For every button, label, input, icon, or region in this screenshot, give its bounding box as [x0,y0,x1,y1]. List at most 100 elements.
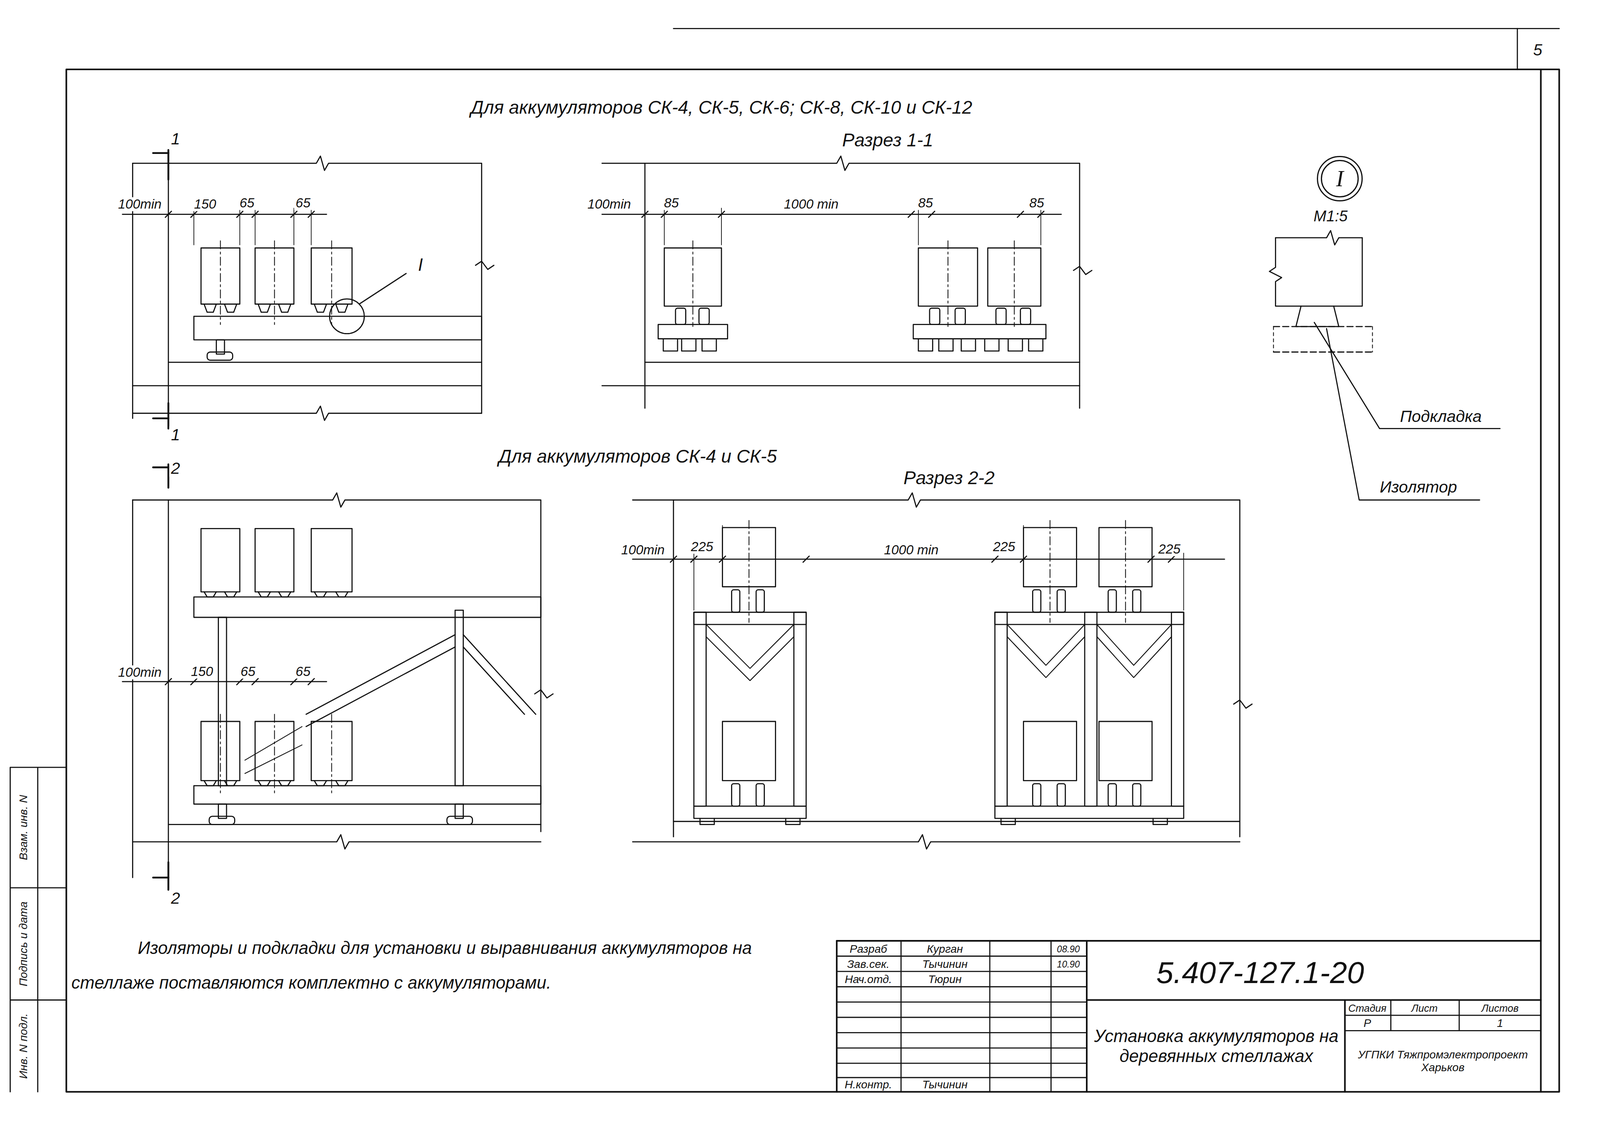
drawing-label: 65 [238,196,257,211]
section-2-2-line [1032,783,1041,806]
elevation-view-2-line [255,528,294,592]
drawing-label: Тычинин [920,1078,970,1091]
elevation-view-2 [122,464,554,890]
sheet-frame-line [1540,69,1542,1092]
drawing-label: 1 [1495,1017,1505,1030]
section-1-1-line [955,308,966,325]
section-2-2-line [632,821,1240,850]
drawing-label: Зав.сек. [845,958,891,970]
section-1-1-line [692,240,1015,327]
drawing-label: Тюрин [926,973,964,986]
section-2-2-line [693,612,806,625]
sheet-frame-line [673,27,1560,30]
elevation-view-1-line [204,303,349,312]
drawing-label: Подкладка [1398,407,1484,425]
drawing-label: 85 [662,196,681,211]
section-1-1-line [929,308,940,325]
drawing-label: 65 [293,664,312,679]
elevation-view-2-line [306,634,456,727]
drawing-label: 100min [585,197,633,211]
elevation-view-1-line [193,208,312,245]
drawing-label: Курган [925,943,965,955]
stamp-text: Инв. N подл. [17,1011,30,1081]
elevation-view-2-line [132,500,169,878]
title-block [836,940,1541,1092]
section-1-1-line [663,338,717,351]
drawing-label: 85 [1027,196,1046,211]
elevation-view-2-line [209,816,235,825]
heading-text: I [416,256,425,275]
drawing-label: 150 [189,664,215,679]
section-2-2-line [1132,589,1141,613]
section-1-1-line [1020,308,1031,325]
section-2-2-line [1108,589,1117,613]
sheet-frame-line [1516,28,1518,70]
elevation-view-1-line [206,352,233,361]
drawing-label: Разраб [847,943,889,955]
detail-view-line [1273,326,1373,353]
drawing-label: 2 [169,889,182,907]
detail-view-line [1296,306,1339,327]
section-2-2-line [756,783,765,806]
drawing-label: 85 [916,196,935,211]
section-2-2-line [731,589,740,613]
elevation-view-2-line [311,528,352,592]
section-2-2-line [1084,612,1098,806]
elevation-view-2-line [447,816,473,825]
drawing-label: 65 [238,664,257,679]
drawing-label: М1:5 [1312,208,1350,225]
callout-circle: I [1316,155,1363,202]
elevation-view-2-line [132,824,541,849]
stamp-text: Взам. инв. N [17,793,30,862]
section-2-2-line [1000,818,1168,825]
section-2-2-line [731,783,740,806]
elevation-view-2-line [132,492,541,832]
title-block-line [836,940,1087,1092]
elevation-view-2-line [218,617,227,786]
elevation-view-1-line [132,155,482,414]
section-2-2-line [693,525,1184,611]
technical-drawing-line [10,28,1560,1092]
drawing-label: Листов [1479,1002,1521,1014]
drawing-label: 225 [689,539,716,554]
elevation-view-2-line [204,591,349,598]
sheet-frame-line [10,767,67,1092]
elevation-view-2-line [167,464,170,890]
elevation-view-2-line [200,528,240,592]
callout-number: I [1335,167,1344,190]
section-1-1-line [913,324,1047,339]
drawing-label: 150 [192,197,219,211]
section-2-2-line [748,520,1126,623]
elevation-view-2-line [534,689,554,698]
section-1-1-line [644,163,646,408]
drawing-label: 1 [169,426,182,444]
section-2-2-line [693,805,806,819]
heading-text: Для аккумуляторов СК-4 и СК-5 [496,446,779,466]
section-1-1-line [664,208,1041,245]
elevation-view-2-line [463,634,536,715]
title-block-line [1086,999,1541,1001]
section-2-2-line [1171,612,1184,806]
elevation-view-2-line [244,726,302,774]
drawing-label: 2 [169,459,182,477]
drawing-label: 100min [619,543,667,558]
section-1-1 [602,155,1092,408]
stamp-text: Подпись и дата [17,900,30,989]
section-2-2-line [1132,783,1141,806]
heading-text: 5.407-127.1-20 [1154,956,1366,989]
drawing-label: 08.90 [1055,944,1082,954]
elevation-view-1-line [132,405,482,421]
section-1-1-line [602,155,1080,408]
section-2-2-line [706,624,795,681]
note-text: Изоляторы и подкладки для установки и вы… [71,930,801,1001]
section-1-1-line [699,308,710,325]
section-1-1-line [658,324,728,339]
section-2-2-line [794,612,807,806]
section-2-2-line [670,555,1175,562]
elevation-view-1-line [132,362,482,386]
sheet-frame-line [66,69,1559,1092]
drawing-label: УГПКИ Тяжпромэлектропроект Харьков [1346,1048,1539,1075]
section-2-2-line [672,500,674,837]
drawing-label: 65 [293,196,312,211]
title-block-line [900,940,1051,1092]
